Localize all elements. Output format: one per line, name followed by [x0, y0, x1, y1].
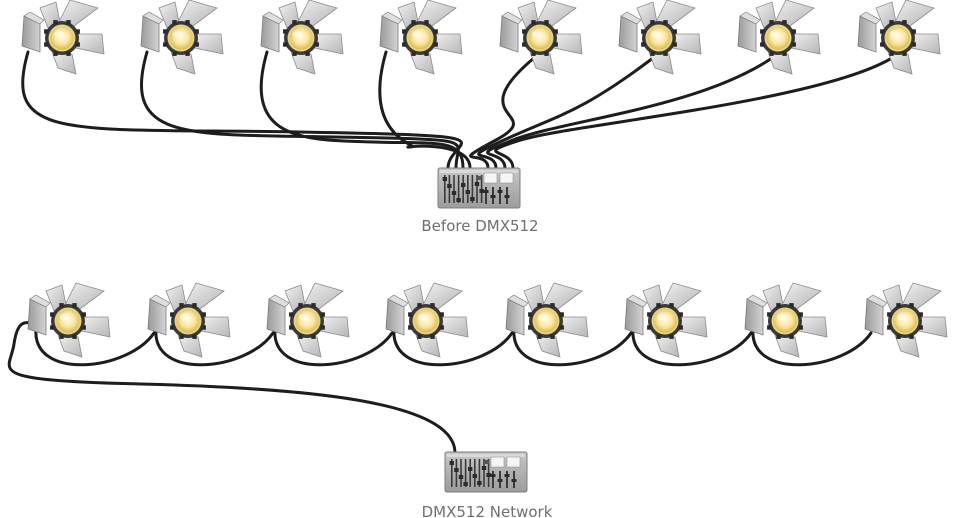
before-dmx512-group: Before DMX512 — [21, 0, 941, 235]
cable — [494, 56, 894, 170]
stage-spotlight-icon — [499, 0, 583, 75]
feed-cable — [7, 321, 457, 454]
network-fixtures — [27, 282, 948, 358]
chain-cable — [154, 327, 275, 367]
stage-spotlight-icon — [744, 282, 828, 358]
stage-spotlight-icon — [379, 0, 463, 75]
cable — [140, 50, 460, 170]
cable — [259, 50, 465, 170]
chain-cable — [273, 327, 394, 367]
cable — [378, 50, 472, 170]
stage-spotlight-icon — [147, 282, 231, 358]
network-caption: DMX512 Network — [422, 503, 553, 518]
dmx512-network-group: DMX512 Network — [7, 282, 948, 518]
stage-spotlight-icon — [27, 282, 111, 358]
chain-cable — [512, 327, 633, 367]
cable — [21, 50, 463, 170]
stage-spotlight-icon — [857, 0, 941, 75]
cable — [469, 56, 536, 170]
before-caption: Before DMX512 — [421, 217, 538, 235]
cable — [486, 56, 774, 170]
stage-spotlight-icon — [21, 0, 105, 75]
stage-spotlight-icon — [140, 0, 224, 75]
lighting-console-icon — [444, 451, 528, 493]
before-fixtures — [21, 0, 941, 75]
chain-cable — [751, 327, 873, 367]
lighting-console-icon — [437, 167, 521, 209]
chain-cable — [392, 327, 514, 367]
stage-spotlight-icon — [864, 282, 948, 358]
network-cables — [7, 321, 873, 454]
stage-spotlight-icon — [737, 0, 821, 75]
stage-spotlight-icon — [266, 282, 350, 358]
chain-cable — [631, 327, 753, 367]
before-cables — [21, 50, 894, 170]
before-controller — [437, 167, 521, 209]
network-controller — [444, 451, 528, 493]
stage-spotlight-icon — [618, 0, 702, 75]
chain-cable — [34, 327, 156, 367]
cable — [477, 56, 655, 170]
stage-spotlight-icon — [385, 282, 469, 358]
stage-spotlight-icon — [624, 282, 708, 358]
stage-spotlight-icon — [260, 0, 344, 75]
stage-spotlight-icon — [505, 282, 589, 358]
